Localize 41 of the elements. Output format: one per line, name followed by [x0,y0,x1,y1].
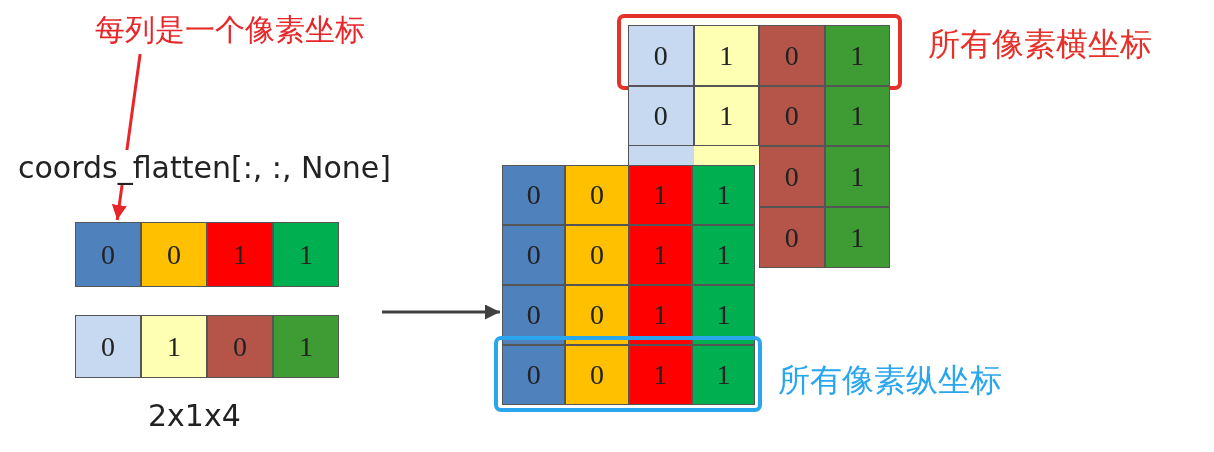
matrix-cell: 0 [502,285,566,345]
matrix-cell: 1 [691,345,755,405]
matrix-cell: 0 [628,25,694,86]
matrix-cell: 0 [759,25,825,86]
highlight-label: 所有像素纵坐标 [778,360,1002,401]
matrix-cell: 0 [141,222,207,287]
matrix-cell: 0 [759,207,825,268]
matrix-cell: 0 [75,315,141,378]
matrix-cell: 0 [759,86,825,146]
matrix-cell: 1 [824,207,890,268]
matrix-cell: 1 [628,345,692,405]
arrow [382,304,500,320]
matrix-cell: 0 [75,222,141,287]
matrix-cell: 1 [628,285,692,345]
matrix-cell: 1 [141,315,207,378]
matrix-cell: 0 [759,146,825,207]
matrix-cell: 0 [628,86,694,146]
matrix-cell: 0 [565,345,629,405]
matrix-cell: 0 [565,285,629,345]
matrix-cell: 0 [502,345,566,405]
matrix-cell: 1 [824,25,890,86]
matrix-cell: 0 [502,225,566,285]
matrix-cell: 0 [502,165,566,225]
matrix-cell: 1 [628,225,692,285]
highlight-label: 所有像素横坐标 [928,24,1152,65]
matrix-cell: 1 [273,222,339,287]
matrix-cell: 0 [207,315,273,378]
matrix-cell: 1 [693,25,759,86]
matrix-cell: 0 [565,165,629,225]
matrix-cell: 1 [273,315,339,378]
matrix-cell: 1 [824,146,890,207]
matrix-cell: 1 [691,225,755,285]
matrix-cell: 1 [691,165,755,225]
matrix-cell: 0 [565,225,629,285]
matrix-cell: 1 [207,222,273,287]
matrix-cell: 1 [628,165,692,225]
matrix-cell: 1 [691,285,755,345]
matrix-cell: 1 [693,86,759,146]
matrix-cell: 1 [824,86,890,146]
code-label: coords_flatten[:, :, None] [18,150,391,185]
caption-text: 每列是一个像素坐标 [95,10,400,52]
